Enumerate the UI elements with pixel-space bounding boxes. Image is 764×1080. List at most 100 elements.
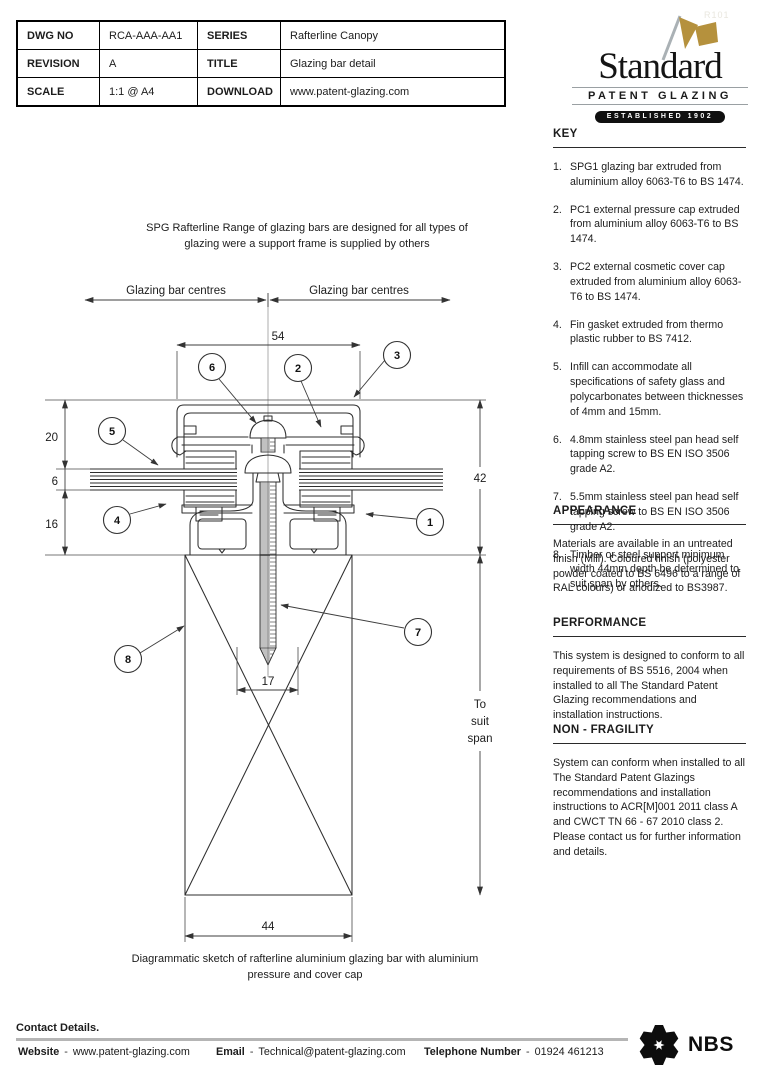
non-fragility-title: NON - FRAGILITY (553, 724, 654, 736)
divider (553, 636, 746, 637)
website-value: www.patent-glazing.com (72, 1046, 190, 1058)
span-text-line2: suit (471, 716, 490, 728)
callout-6: 6 (209, 362, 215, 374)
key-item-7: 7. 5.5mm stainless steel pan head self t… (553, 490, 746, 534)
table-row: REVISION A TITLE Glazing bar detail (16, 49, 506, 78)
callout-leaders (122, 359, 417, 654)
email-label: Email (216, 1046, 245, 1058)
nbs-logo: NBS (636, 1022, 746, 1070)
revision-value: A (99, 49, 198, 78)
key-item-6: 6. 4.8mm stainless steel pan head self t… (553, 433, 746, 477)
title-label: TITLE (197, 49, 281, 78)
appearance-body: Materials are available in an untreated … (553, 538, 741, 595)
title-block-table: DWG NO RCA-AAA-AA1 SERIES Rafterline Can… (16, 20, 506, 107)
logo-subtitle: PATENT GLAZING (572, 87, 748, 105)
key-item-number: 8. (553, 548, 562, 561)
key-item-number: 1. (553, 161, 562, 173)
callout-8: 8 (125, 654, 131, 666)
dim-support-width: 44 (184, 897, 353, 942)
dim-screw-centres: 17 (236, 647, 299, 695)
key-item-number: 5. (553, 361, 562, 374)
dim-16-text: 16 (45, 519, 58, 531)
footer-phone: Telephone Number-01924 461213 (424, 1046, 604, 1058)
footer-email: Email-Technical@patent-glazing.com (216, 1046, 406, 1058)
separator: - (249, 1046, 254, 1058)
callout-5: 5 (109, 426, 115, 438)
divider (553, 524, 746, 525)
phone-label: Telephone Number (424, 1046, 521, 1058)
dim-glazing-bar-centres: Glazing bar centres Glazing bar centres (84, 285, 451, 307)
key-item-number: 6. (553, 433, 562, 446)
sheet-ref-watermark: R101 (704, 10, 730, 20)
series-value: Rafterline Canopy (280, 20, 506, 50)
nbs-wordmark: NBS (688, 1033, 734, 1056)
span-text-line1: To (474, 699, 486, 711)
divider (553, 743, 746, 744)
phone-value: 01924 461213 (534, 1046, 604, 1058)
dwg-no-label: DWG NO (16, 20, 100, 50)
key-item-number: 2. (553, 203, 562, 216)
appearance-title: APPEARANCE (553, 505, 637, 517)
dim-span: To suit span (468, 554, 493, 896)
right-centres-label: Glazing bar centres (309, 285, 409, 297)
nbs-flower-icon (637, 1025, 681, 1065)
performance-title: PERFORMANCE (553, 617, 647, 629)
logo-wordmark: Standard (598, 46, 723, 87)
left-centres-label: Glazing bar centres (126, 285, 226, 297)
website-label: Website (18, 1046, 60, 1058)
span-text-line3: span (468, 733, 493, 745)
key-item-text: Fin gasket extruded from thermo plastic … (570, 318, 724, 346)
footer-website: Website-www.patent-glazing.com (18, 1046, 190, 1058)
dim-42-text: 42 (474, 473, 487, 485)
callout-3: 3 (394, 350, 400, 362)
logo-established-banner: ESTABLISHED 1902 (594, 110, 726, 123)
contact-details-heading: Contact Details. (16, 1022, 100, 1034)
pressure-cap-profile (171, 436, 365, 470)
footer-divider (16, 1038, 628, 1041)
key-item-4: 4. Fin gasket extruded from thermo plast… (553, 318, 746, 348)
series-label: SERIES (197, 20, 281, 50)
key-item-number: 7. (553, 491, 562, 504)
key-title: KEY (553, 128, 578, 140)
callout-numbers: 1 2 3 4 5 6 7 8 (109, 350, 433, 666)
non-fragility-body: System can conform when installed to all… (553, 757, 745, 858)
key-item-number: 4. (553, 318, 562, 331)
callout-4: 4 (114, 515, 121, 527)
callout-2: 2 (295, 363, 301, 375)
key-item-text: SPG1 glazing bar extruded from aluminium… (570, 161, 744, 188)
download-value: www.patent-glazing.com (280, 77, 506, 107)
support-timber (184, 554, 353, 896)
dim-overall-depth: 42 (474, 399, 487, 556)
table-row: DWG NO RCA-AAA-AA1 SERIES Rafterline Can… (16, 20, 506, 50)
key-item-5: 5. Infill can accommodate all specificat… (553, 360, 746, 419)
key-item-3: 3. PC2 external cosmetic cover cap extru… (553, 260, 746, 304)
key-item-2: 2. PC1 external pressure cap extruded fr… (553, 203, 746, 247)
non-fragility-section: NON - FRAGILITY System can conform when … (553, 724, 746, 860)
company-logo: Standard PATENT GLAZING ESTABLISHED 1902 (572, 12, 748, 123)
key-item-text: 5.5mm stainless steel pan head self tapp… (570, 491, 739, 533)
performance-body: This system is designed to conform to al… (553, 650, 745, 722)
dwg-no-value: RCA-AAA-AA1 (99, 20, 198, 50)
key-item-text: PC2 external cosmetic cover cap extruded… (570, 261, 742, 303)
performance-section: PERFORMANCE This system is designed to c… (553, 617, 746, 723)
dim-left-stack: 20 6 16 (45, 399, 68, 556)
separator: - (525, 1046, 530, 1058)
callout-7: 7 (415, 627, 421, 639)
key-item-text: PC1 external pressure cap extruded from … (570, 203, 740, 246)
flag-icon (661, 15, 718, 61)
dim-6-text: 6 (52, 476, 58, 488)
dim-44-text: 44 (262, 921, 275, 933)
key-item-text: Infill can accommodate all specification… (570, 361, 744, 418)
drawing-caption: Diagrammatic sketch of rafterline alumin… (131, 953, 479, 981)
drawing-intro-note: SPG Rafterline Range of glazing bars are… (146, 222, 468, 250)
key-item-1: 1. SPG1 glazing bar extruded from alumin… (553, 160, 746, 190)
glazing-bar-profile (181, 472, 355, 556)
table-row: SCALE 1:1 @ A4 DOWNLOAD www.patent-glazi… (16, 77, 506, 107)
main-screw (244, 454, 292, 677)
download-label: DOWNLOAD (197, 77, 281, 107)
appearance-section: APPEARANCE Materials are available in an… (553, 505, 746, 596)
key-item-text: Timber or steel support minimum width 44… (570, 548, 740, 591)
dim-17-text: 17 (262, 676, 275, 688)
separator: - (64, 1046, 68, 1058)
